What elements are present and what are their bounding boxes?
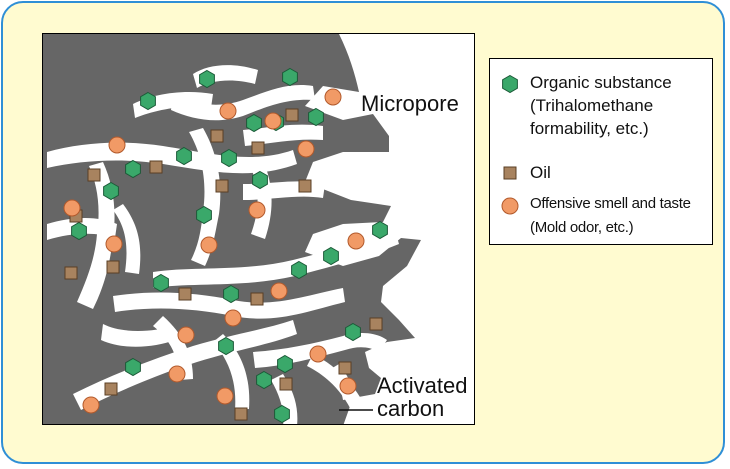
- activated-carbon-label: Activated carbon: [377, 374, 468, 420]
- oil-square-icon: [503, 166, 517, 180]
- legend-odor-line1: Offensive smell and taste: [530, 195, 691, 212]
- legend-odor-text: Offensive smell and taste (Mold odor, et…: [530, 192, 691, 240]
- legend-organic-line3: formability, etc.): [530, 119, 649, 138]
- legend-organic-line1: Organic substance: [530, 73, 672, 92]
- carbon-structure-graphic: [43, 34, 421, 424]
- carbon-mass: [43, 34, 421, 424]
- legend-organic-line2: (Trihalomethane: [530, 96, 654, 115]
- legend: Organic substance (Trihalomethane formab…: [489, 58, 713, 245]
- activated-carbon-label-line1: Activated: [377, 373, 468, 398]
- micropore-label: Micropore: [361, 91, 459, 116]
- activated-carbon-label-line2: carbon: [377, 396, 445, 422]
- micropore-channels: [47, 65, 399, 424]
- legend-oil-line: Oil: [530, 163, 551, 182]
- activated-carbon-diagram: Micropore Activated carbon: [42, 33, 475, 425]
- legend-oil-text: Oil: [530, 161, 551, 184]
- odor-circle-icon: [501, 197, 519, 215]
- legend-odor-line2: (Mold odor, etc.): [530, 219, 634, 236]
- organic-hexagon-icon: [502, 74, 518, 94]
- legend-organic-text: Organic substance (Trihalomethane formab…: [530, 71, 672, 140]
